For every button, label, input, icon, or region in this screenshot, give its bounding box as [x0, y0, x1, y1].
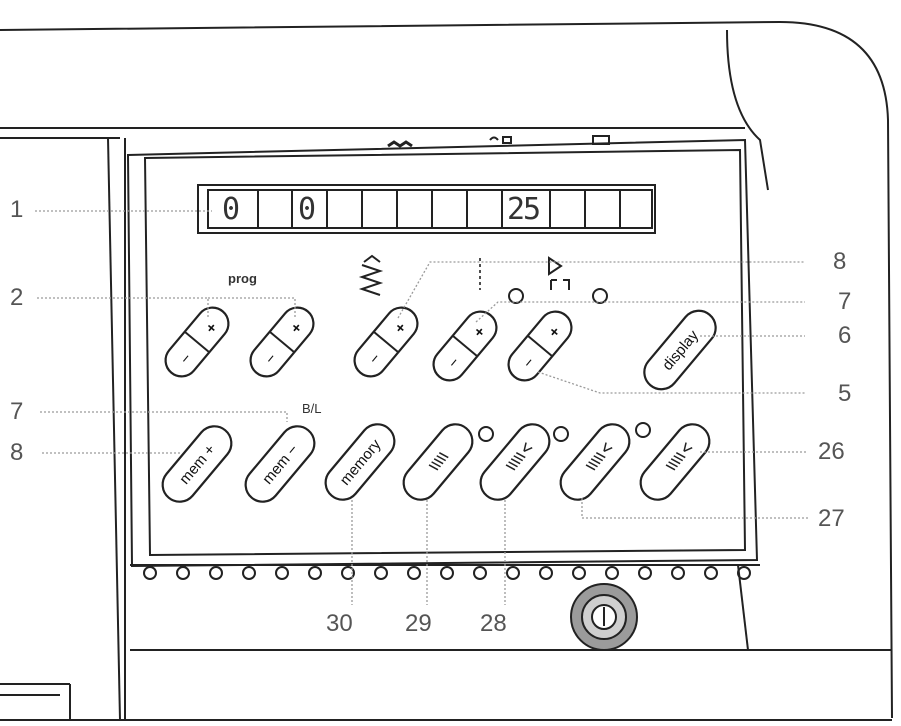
memory-button[interactable]: memory: [319, 417, 402, 506]
callout-27: 27: [818, 505, 845, 532]
plus-minus-pair-4: +−: [432, 310, 498, 382]
needle-stop-button[interactable]: [397, 417, 480, 506]
callout-1: 1: [10, 196, 24, 223]
vent-hole: [737, 566, 751, 580]
callout-8-top: 8: [833, 248, 847, 275]
button-glyph-icon: [505, 442, 533, 471]
display-value: 25: [507, 192, 541, 227]
indicator-lights: [478, 288, 651, 442]
callout-2: 2: [10, 284, 24, 311]
vent-hole: [605, 566, 619, 580]
leader-lines: [35, 210, 808, 605]
vent-hole: [341, 566, 355, 580]
callout-6: 6: [838, 322, 852, 349]
plus-minus-pair-2: +−: [249, 306, 315, 378]
vent-hole: [176, 566, 190, 580]
vent-hole: [143, 566, 157, 580]
callout-7-left: 7: [10, 398, 24, 425]
prog-label: prog: [228, 271, 257, 286]
button-glyph-icon: [665, 442, 693, 471]
vent-hole: [638, 566, 652, 580]
vent-hole: [506, 566, 520, 580]
vent-hole: [407, 566, 421, 580]
single-pattern-button[interactable]: [634, 417, 717, 506]
callout-7-right: 7: [838, 288, 852, 315]
plus-minus-pair-5: +−: [507, 310, 573, 382]
vent-hole: [308, 566, 322, 580]
mem-plus-button[interactable]: mem +: [156, 419, 239, 508]
callout-26: 26: [818, 438, 845, 465]
reverse-sew-button[interactable]: [474, 417, 557, 506]
bl-label: B/L: [302, 401, 322, 416]
vent-hole: [572, 566, 586, 580]
vent-hole: [209, 566, 223, 580]
plus-minus-pair-3: +−: [353, 306, 419, 378]
top-slot: [233, 127, 700, 148]
upper-button-row: +−+−+−+−+−display: [164, 304, 722, 396]
vent-hole: [473, 566, 487, 580]
button-glyph-icon: [585, 442, 613, 471]
vent-hole: [275, 566, 289, 580]
control-panel: [126, 138, 759, 568]
vent-hole: [440, 566, 454, 580]
vent-hole: [704, 566, 718, 580]
lcd-display: [197, 184, 656, 234]
callout-29: 29: [405, 610, 432, 637]
lower-button-row: mem +mem −memory: [156, 417, 717, 508]
callout-28: 28: [480, 610, 507, 637]
plus-minus-pair-1: +−: [164, 306, 230, 378]
vent-hole: [671, 566, 685, 580]
mem-minus-button[interactable]: mem −: [239, 419, 322, 508]
bottom-hole-strip: [143, 566, 751, 580]
vent-hole: [242, 566, 256, 580]
callout-5: 5: [838, 380, 852, 407]
balance-icon: [548, 256, 570, 290]
vent-hole: [539, 566, 553, 580]
main-switch-knob[interactable]: [570, 583, 638, 651]
display-digit-2: 0: [298, 192, 317, 227]
display-digit-1: 0: [222, 192, 241, 227]
stitch-width-icon: [358, 254, 384, 296]
button-glyph-icon: [428, 451, 449, 471]
callout-8-left: 8: [10, 439, 24, 466]
vent-hole: [374, 566, 388, 580]
callout-30: 30: [326, 610, 353, 637]
display-button[interactable]: display: [637, 304, 722, 396]
pattern-end-button[interactable]: [554, 417, 637, 506]
